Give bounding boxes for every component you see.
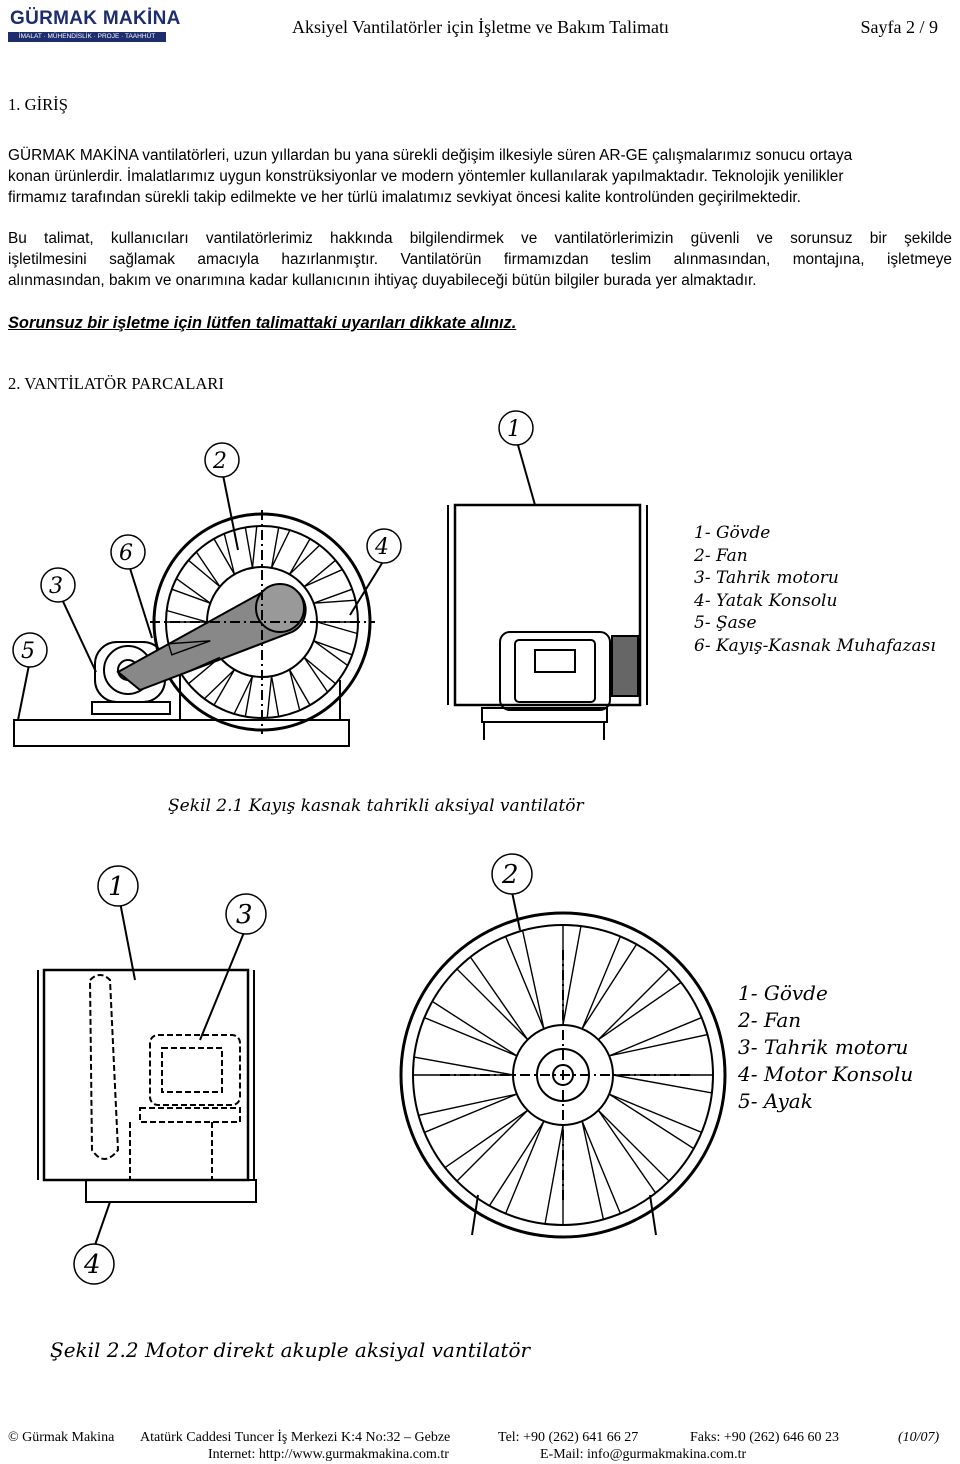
fan-blade <box>597 967 683 1041</box>
document-title: Aksiyel Vantilatörler için İşletme ve Ba… <box>292 17 669 37</box>
intro-line-1: GÜRMAK MAKİNA vantilatörleri, uzun yılla… <box>8 147 853 164</box>
intro-paragraph: GÜRMAK MAKİNA vantilatörleri, uzun yılla… <box>8 145 952 208</box>
company-logo: GÜRMAK MAKİNA İMALAT · MÜHENDİSLİK · PRO… <box>8 8 180 42</box>
purpose-paragraph: Bu talimat, kullanıcıları vantilatörleri… <box>8 228 952 291</box>
fan-blade <box>443 1109 529 1183</box>
figure-2-1-legend: 1- Gövde 2- Fan 3- Tahrik motoru 4- Yata… <box>694 522 936 657</box>
page-number: Sayfa 2 / 9 <box>860 17 938 37</box>
fan-blade <box>303 656 337 694</box>
fan-blade <box>165 609 208 623</box>
fan-blade <box>412 1056 514 1076</box>
purpose-line-1: Bu talimat, kullanıcıları vantilatörleri… <box>8 230 952 247</box>
fan-blade <box>180 656 221 685</box>
fan-blade <box>303 559 344 588</box>
fan-blade <box>581 935 638 1030</box>
fan-blade <box>504 929 545 1030</box>
fan-blade <box>581 1120 622 1221</box>
figure-2-2: 1 3 2 4 1- Gövde 2- Fan 3- Tahrik motoru… <box>0 850 960 1370</box>
legend-item: 3- Tahrik motoru <box>694 568 839 588</box>
belt-driven-fan-drawing: 2 6 3 4 5 1 <box>12 410 648 747</box>
figure-2-1: 2 6 3 4 5 1 1- Gövde 2- Fan 3- Tahrik mo… <box>0 410 960 830</box>
fan-blade <box>608 1093 703 1150</box>
legend-item: 6- Kayış-Kasnak Muhafazası <box>694 635 936 656</box>
fan-blade <box>270 526 291 569</box>
fan-blade <box>244 525 258 568</box>
legend-item: 1- Gövde <box>694 523 771 543</box>
fan-blade <box>170 577 211 604</box>
page-footer: © Gürmak Makina Atatürk Caddesi Tuncer İ… <box>0 1428 960 1464</box>
figure-2-2-legend: 1- Gövde 2- Fan 3- Tahrik motoru 4- Moto… <box>738 980 913 1115</box>
fan-blade <box>313 640 354 667</box>
callout-4: 4 <box>374 535 389 560</box>
logo-tagline: İMALAT · MÜHENDİSLİK · PROJE · TAAHHÜT <box>8 32 166 42</box>
fan-blade <box>423 1000 518 1057</box>
direct-coupled-fan-drawing: 1 3 2 4 <box>37 853 727 1285</box>
intro-line-2: konan ürünlerdir. İmalatlarımız uygun ko… <box>8 168 844 185</box>
fan-blade <box>316 621 359 635</box>
legend-item: 2- Fan <box>738 1008 802 1032</box>
intro-line-3: firmamız tarafından sürekli takip edilme… <box>8 189 801 206</box>
legend-item: 5- Şase <box>694 613 757 633</box>
fan-blade <box>608 1016 709 1057</box>
fan-blade <box>417 1093 518 1134</box>
callout-2: 2 <box>501 860 519 890</box>
footer-email-link[interactable]: E-Mail: info@gurmakmakina.com.tr <box>540 1447 747 1462</box>
section-1-heading: 1. GİRİŞ <box>8 95 68 114</box>
callout-1: 1 <box>108 872 125 902</box>
figure-2-2-caption: Şekil 2.2 Motor direkt akuple aksiyal va… <box>50 1338 531 1362</box>
footer-company: © Gürmak Makina <box>8 1430 115 1445</box>
legend-item: 4- Yatak Konsolu <box>694 590 838 611</box>
legend-item: 5- Ayak <box>738 1089 813 1113</box>
callout-5: 5 <box>21 639 35 664</box>
fan-blade <box>562 924 582 1026</box>
callout-4: 4 <box>83 1250 101 1280</box>
fan-blade <box>313 588 357 604</box>
legend-item: 2- Fan <box>694 545 748 566</box>
figure-2-1-caption: Şekil 2.1 Kayış kasnak tahrikli aksiyal … <box>168 796 584 816</box>
fan-blade <box>488 1120 545 1215</box>
section-2-heading: 2. VANTİLATÖR PARCALARI <box>8 374 224 393</box>
fan-blade <box>597 1109 671 1195</box>
callout-1: 1 <box>507 417 521 442</box>
fan-blade <box>288 669 311 712</box>
callout-3: 3 <box>236 900 253 930</box>
logo-brand: GÜRMAK MAKİNA <box>10 8 181 29</box>
fan-blade <box>203 669 236 707</box>
purpose-line-2: işletilmesini sağlamak amacıyla hazırlan… <box>8 251 952 268</box>
footer-website-link[interactable]: Internet: http://www.gurmakmakina.com.tr <box>208 1447 449 1462</box>
legend-item: 4- Motor Konsolu <box>738 1062 914 1086</box>
footer-revision: (10/07) <box>898 1430 940 1445</box>
fan-blade <box>167 640 211 656</box>
fan-blade <box>213 532 236 575</box>
footer-fax: Faks: +90 (262) 646 60 23 <box>690 1430 840 1445</box>
callout-2: 2 <box>212 449 227 474</box>
fan-blade <box>612 1074 714 1094</box>
legend-item: 3- Tahrik motoru <box>738 1035 909 1059</box>
fan-blade <box>544 1124 564 1226</box>
fan-blade <box>455 955 529 1041</box>
callout-3: 3 <box>49 574 63 599</box>
page-header: GÜRMAK MAKİNA İMALAT · MÜHENDİSLİK · PRO… <box>0 0 960 52</box>
fan-blade <box>266 676 280 719</box>
legend-item: 1- Gövde <box>738 981 828 1005</box>
safety-note: Sorunsuz bir işletme için lütfen talimat… <box>8 314 517 332</box>
callout-6: 6 <box>119 541 133 566</box>
footer-address: Atatürk Caddesi Tuncer İş Merkezi K:4 No… <box>140 1430 451 1445</box>
fan-blade <box>233 675 254 718</box>
fan-blade <box>288 537 321 575</box>
fan-blade <box>187 550 221 588</box>
purpose-line-3: alınmasından, bakım ve onarımına kadar k… <box>8 272 757 289</box>
footer-phone: Tel: +90 (262) 641 66 27 <box>498 1430 639 1445</box>
